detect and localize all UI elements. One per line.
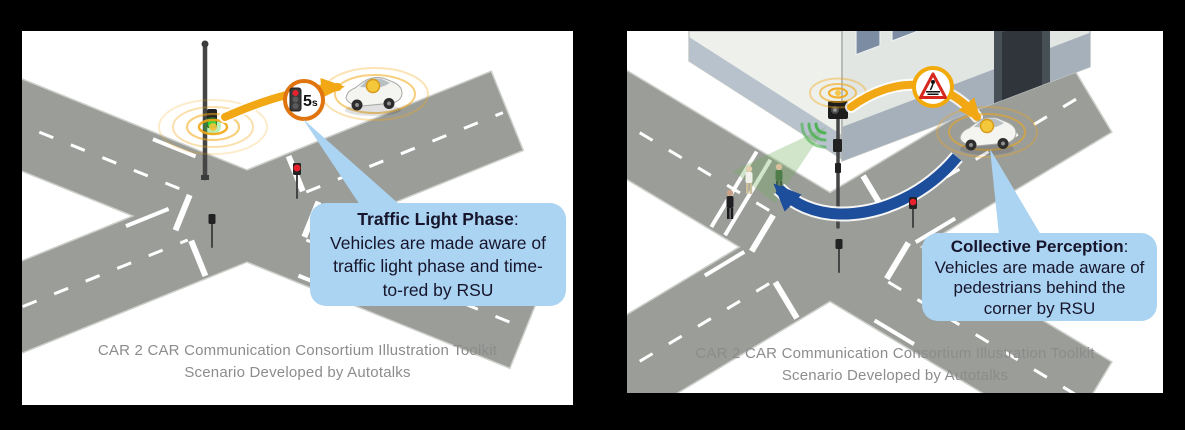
caption-line-2: Scenario Developed by Autotalks (184, 364, 411, 381)
panel-caption: CAR 2 CAR Communication Consortium Illus… (627, 343, 1163, 387)
sensor-beam-icon (800, 122, 827, 149)
callout-line: corner by RSU (983, 298, 1096, 318)
awareness-arrow (773, 153, 962, 220)
rsu-camera-unit (800, 77, 867, 229)
rsu-traffic-light (158, 99, 268, 155)
vehicle-radio-waves-icon (948, 113, 1026, 151)
pedestrian-warning-icon (912, 66, 954, 108)
time-to-red-badge: 5s (283, 79, 325, 121)
callout-title: Collective Perception: (950, 237, 1129, 256)
countdown-label: 5s (303, 93, 318, 110)
vehicle (321, 67, 429, 121)
callout-title: Traffic Light Phase: (357, 209, 519, 229)
callout-traffic-light-phase: Traffic Light Phase: Vehicles are made a… (310, 203, 566, 306)
illustration-panel-traffic-light-phase: 5s Traffic Light Phase: Vehicles are mad… (22, 31, 573, 405)
callout-line: Vehicles are made aware of (330, 232, 546, 253)
intersection-scene-right (627, 31, 1113, 393)
callout-line: to-red by RSU (382, 279, 494, 300)
callout-tail (303, 119, 400, 205)
crossing-signal (835, 239, 843, 273)
callout-line: pedestrians behind the (953, 278, 1126, 297)
panel-caption: CAR 2 CAR Communication Consortium Illus… (22, 340, 573, 384)
building-right-face (841, 31, 1091, 163)
pedestrian-dark (726, 189, 734, 219)
crosswalk-line (723, 158, 773, 237)
road-nw-se (627, 53, 1111, 393)
pedestrian-white-shirt (745, 165, 753, 194)
callout-line: Vehicles are made aware of (934, 257, 1145, 277)
crossing-signal (208, 214, 216, 248)
obu-beacon-icon (365, 78, 381, 94)
caption-line-1: CAR 2 CAR Communication Consortium Illus… (97, 342, 498, 359)
pedestrian-signal-red (293, 163, 301, 199)
vehicle-radio-waves-icon (334, 74, 416, 114)
callout-tail (990, 149, 1041, 235)
caption-line-2: Scenario Developed by Autotalks (781, 367, 1009, 384)
pedestrian-signal-red (909, 197, 917, 228)
obu-beacon-icon (979, 118, 995, 134)
radio-waves-icon (158, 99, 268, 155)
callout-collective-perception: Collective Perception: Vehicles are made… (922, 233, 1157, 321)
illustration-panel-collective-perception: Collective Perception: Vehicles are made… (627, 31, 1163, 393)
callout-line: traffic light phase and time- (333, 256, 543, 276)
vehicle (936, 106, 1038, 158)
street-lamp (201, 40, 209, 181)
caption-line-1: CAR 2 CAR Communication Consortium Illus… (695, 345, 1095, 362)
traffic-light-icon (289, 87, 302, 112)
